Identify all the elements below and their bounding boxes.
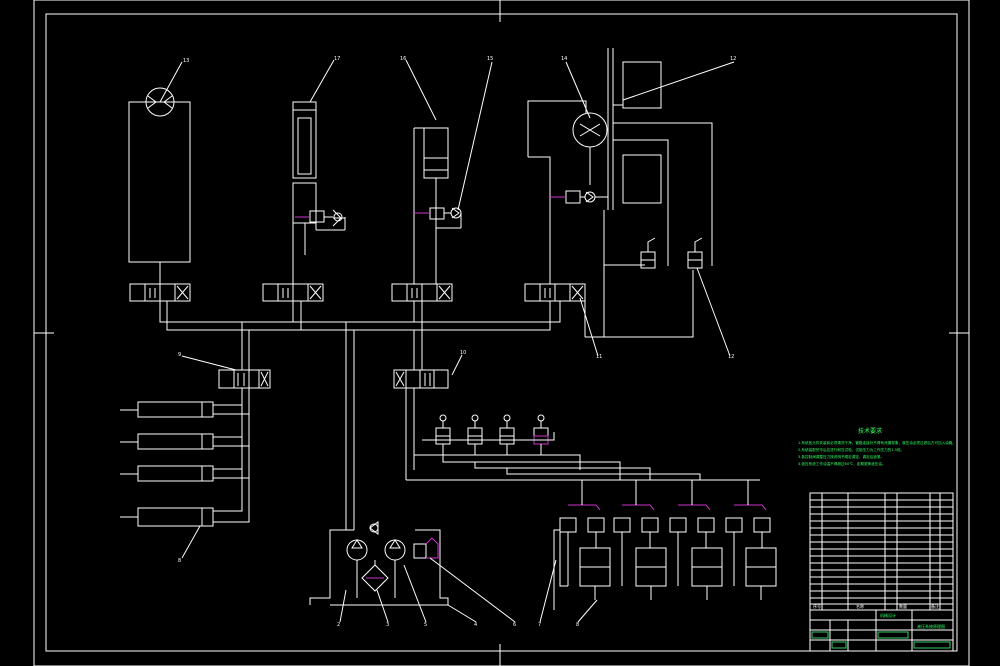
pump-station	[309, 521, 449, 606]
notes-line-4: 4.液压系统工作油温不得超过60℃，定期更换液压油。	[798, 461, 886, 466]
callout-15: 15	[487, 56, 493, 62]
pilot-3	[499, 414, 515, 455]
callout-13: 13	[183, 58, 189, 64]
v-cyl-3	[669, 480, 723, 600]
vertical-cylinder-bank	[553, 480, 777, 610]
callout-16: 16	[400, 56, 406, 62]
pilot-2	[467, 414, 483, 455]
callout-9: 9	[178, 352, 181, 358]
title-block: 序号 名称 数量 备注 机械设计 液压系统原理图	[809, 492, 954, 652]
valve-v1	[129, 283, 191, 302]
cylinder-16	[413, 127, 462, 284]
valve-row-top	[129, 283, 586, 302]
callout-6: 6	[513, 622, 516, 628]
callout-12-mid: 12	[728, 354, 734, 360]
horizontal-cylinders	[120, 401, 250, 527]
callout-4: 4	[474, 622, 477, 628]
callout-10: 10	[460, 350, 466, 356]
notes-line-1: 1.系统各元件安装前必须清洗干净，管路连接处不得有泄漏现象，液压油必须过滤后方可…	[798, 440, 956, 445]
callout-14: 14	[561, 56, 567, 62]
notes-line-2: 2.系统装配完毕后应进行耐压试验，试验压力为工作压力的1.5倍。	[798, 447, 904, 452]
tb-org: 机械设计	[880, 612, 896, 618]
callout-5: 5	[424, 622, 427, 628]
h-cyl-3	[120, 465, 249, 482]
pilot-4	[533, 414, 549, 455]
callout-7: 7	[538, 622, 541, 628]
callout-labels: 13 17 16 15 14 12 9 10 11 12 8 2 3 5 4 6…	[178, 56, 736, 628]
notes-title: 技术要求	[858, 427, 882, 435]
callout-2: 2	[337, 622, 340, 628]
callout-8-cyl: 8	[178, 558, 181, 564]
h-cyl-4	[120, 500, 250, 527]
cylinder-17	[292, 101, 346, 284]
valve-10	[393, 369, 449, 480]
tb-header-no: 序号	[813, 603, 821, 609]
main-lines	[159, 290, 604, 530]
pilot-1	[435, 414, 451, 455]
tb-header-qty: 数量	[899, 603, 907, 609]
tb-drawing-name: 液压系统原理图	[917, 623, 945, 629]
callout-8: 8	[576, 622, 579, 628]
tb-header-name: 名称	[856, 603, 864, 609]
tb-header-note: 备注	[931, 603, 939, 609]
h-cyl-2	[120, 433, 249, 450]
technical-notes: 技术要求 1.系统各元件安装前必须清洗干净，管路连接处不得有泄漏现象，液压油必须…	[798, 427, 956, 466]
valve-v4	[524, 283, 586, 302]
callout-3: 3	[386, 622, 389, 628]
valve-v2	[262, 283, 324, 302]
drawing-frame	[33, 0, 970, 666]
callout-17: 17	[334, 56, 340, 62]
h-cyl-1	[120, 401, 249, 418]
pilot-valves	[406, 414, 760, 481]
notes-line-3: 3.各控制阀调整压力按说明书规定调定，调定后锁紧。	[798, 454, 884, 459]
motor-subsystem-14	[527, 48, 713, 338]
v-cyl-2	[613, 480, 667, 600]
parts-list-rows	[810, 499, 953, 611]
tank-left	[128, 87, 191, 284]
callout-12-top: 12	[730, 56, 736, 62]
callout-11: 11	[596, 354, 602, 360]
v-cyl-1	[559, 480, 611, 600]
leader-lines	[159, 59, 735, 623]
valve-v3	[391, 283, 453, 302]
v-cyl-4	[725, 480, 777, 600]
